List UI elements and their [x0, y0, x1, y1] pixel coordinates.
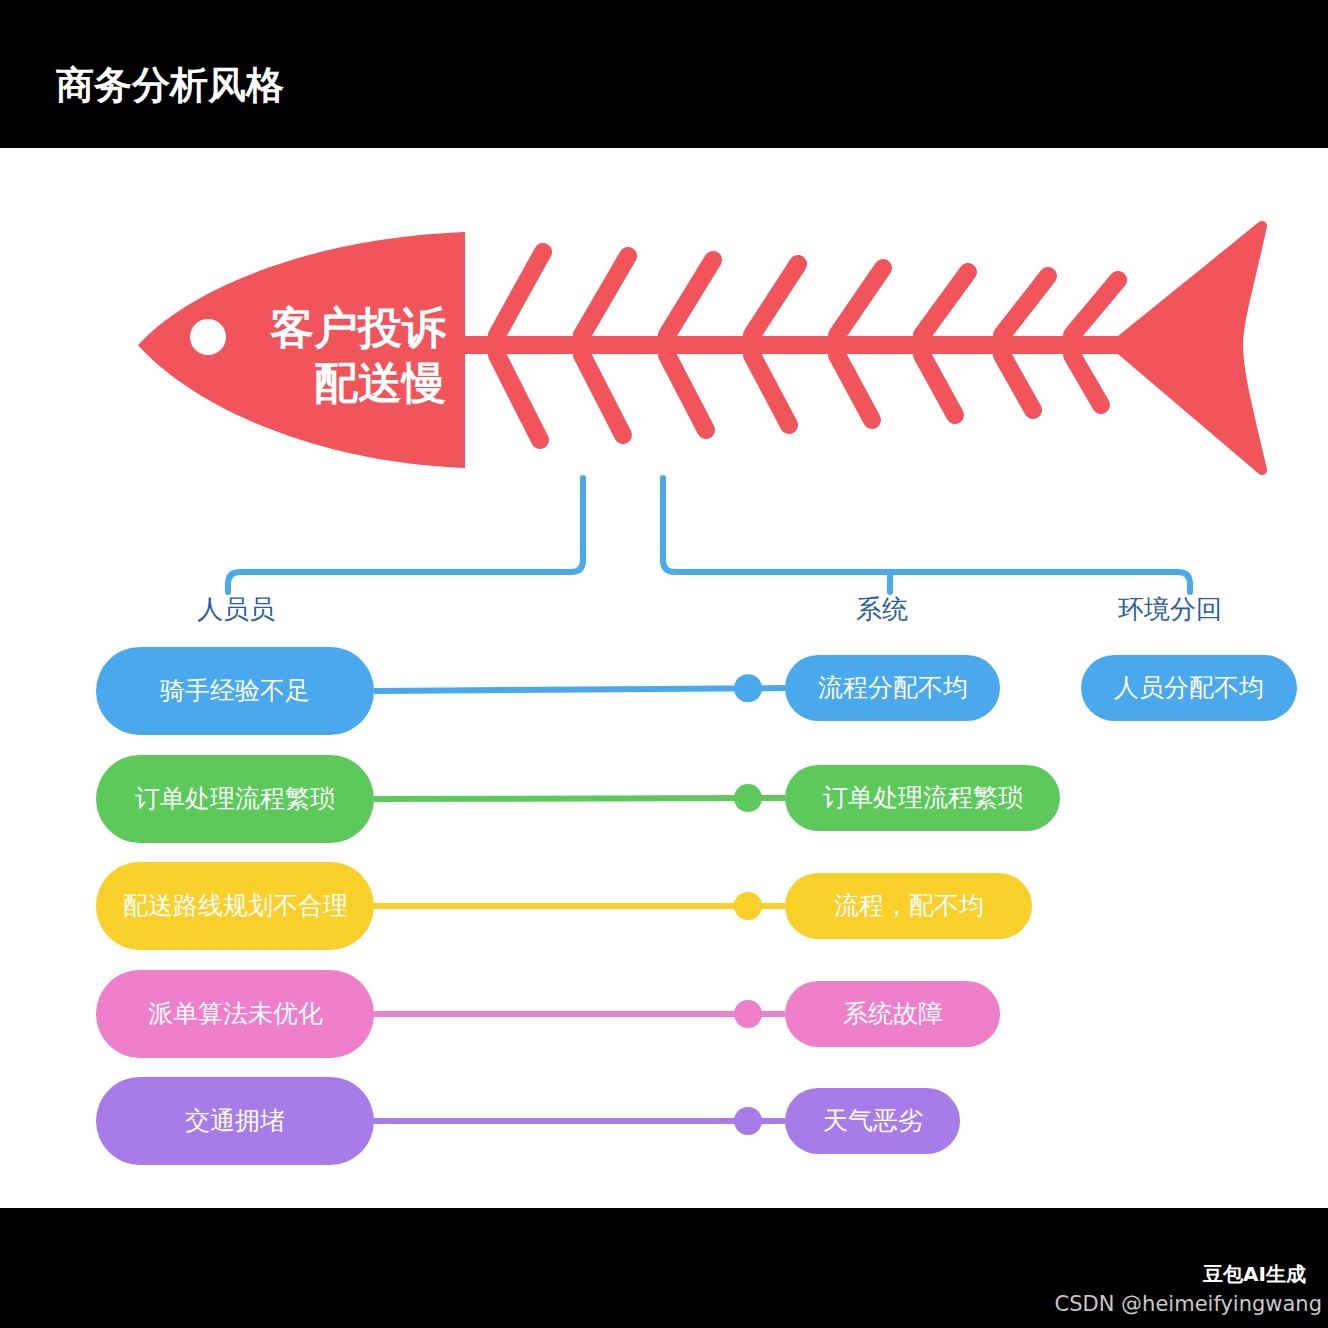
cause-pill: 骑手经验不足 [96, 647, 374, 735]
fish-bone [1072, 280, 1118, 335]
cause-pill: 订单处理流程繁琐 [785, 765, 1060, 831]
fish-bone [667, 260, 713, 335]
bracket-left [228, 478, 583, 592]
fish-bone [667, 355, 706, 430]
watermark: CSDN @heimeifyingwang [1055, 1292, 1322, 1317]
cause-text: 交通拥堵 [185, 1106, 285, 1136]
connector-line [374, 688, 785, 691]
fish-head: 客户投诉 配送慢 [138, 230, 468, 470]
cause-text: 天气恶劣 [823, 1106, 923, 1136]
fish-bone [1002, 276, 1048, 335]
bracket-right [663, 478, 1190, 592]
connector-line [374, 903, 785, 909]
cause-pill: 天气恶劣 [785, 1088, 960, 1154]
fish-bone [582, 256, 628, 335]
connector-dot [734, 674, 762, 702]
connector-dot [734, 892, 762, 920]
fish-eye [190, 319, 226, 355]
connector-dot [734, 1000, 762, 1028]
fish-bone [1002, 355, 1033, 410]
cause-text: 流程分配不均 [818, 673, 968, 703]
fish-bone [497, 355, 540, 440]
category-bracket [228, 478, 1190, 592]
cause-text: 人员分配不均 [1114, 673, 1264, 703]
cause-connector [374, 1000, 785, 1028]
cause-text: 系统故障 [843, 999, 943, 1029]
cause-connector [374, 674, 785, 702]
cause-connector [374, 1107, 785, 1135]
fish-bone [497, 252, 543, 335]
cause-text: 骑手经验不足 [160, 676, 310, 706]
cause-connector [374, 784, 785, 812]
category-label: 环境分回 [1118, 594, 1222, 625]
fish-bone [582, 355, 623, 435]
fish-bone [837, 355, 872, 420]
fish-bone [1072, 355, 1101, 405]
cause-text: 订单处理流程繁琐 [135, 784, 335, 814]
page-title: 商务分析风格 [56, 66, 1328, 104]
connector-line [374, 1118, 785, 1124]
fish-head-outline [138, 232, 465, 468]
category-label: 人员员 [197, 594, 275, 625]
problem-text: 客户投诉 配送慢 [266, 300, 446, 410]
fish-bone [752, 355, 789, 425]
cause-pill: 订单处理流程繁琐 [96, 755, 374, 843]
connector-line [374, 798, 785, 799]
fish-bone [837, 268, 883, 335]
fish-bone [922, 355, 955, 415]
cause-pill: 系统故障 [785, 981, 1000, 1047]
cause-text: 配送路线规划不合理 [123, 891, 348, 921]
cause-text: 流程，配不均 [834, 891, 984, 921]
cause-pill: 派单算法未优化 [96, 970, 374, 1058]
cause-text: 派单算法未优化 [148, 999, 323, 1029]
cause-pill: 配送路线规划不合理 [96, 862, 374, 950]
connector-line [374, 1011, 785, 1017]
cause-pill: 流程分配不均 [785, 655, 1000, 721]
category-label: 系统 [856, 594, 908, 625]
fish-bones [455, 252, 1150, 440]
bracket-tick [887, 572, 893, 592]
fish-bone [752, 264, 798, 335]
cause-pill: 流程，配不均 [785, 873, 1032, 939]
cause-pill: 人员分配不均 [1081, 655, 1297, 721]
watermark: 豆包AI生成 [1203, 1262, 1306, 1286]
cause-pill: 交通拥堵 [96, 1077, 374, 1165]
fish-tail [1115, 226, 1262, 470]
fish-bone [922, 272, 968, 335]
connector-dot [734, 784, 762, 812]
cause-text: 订单处理流程繁琐 [823, 783, 1023, 813]
fish-spine [455, 336, 1150, 354]
cause-connector [374, 892, 785, 920]
connector-dot [734, 1107, 762, 1135]
